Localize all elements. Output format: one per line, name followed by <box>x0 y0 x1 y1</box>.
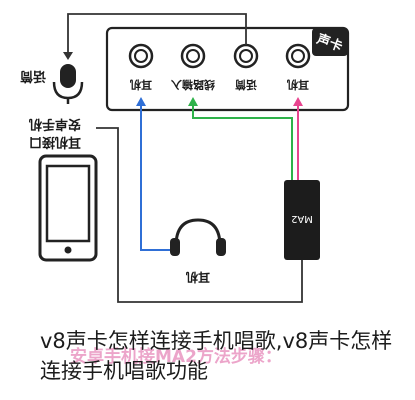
caption: v8声卡怎样连接手机唱歌,v8声卡怎样连接手机唱歌功能 <box>40 329 393 383</box>
arrow-up-icon <box>188 97 198 106</box>
ma2-device: MA2 <box>284 180 320 260</box>
ma2-label: MA2 <box>291 213 313 224</box>
port-label-headphone-2: 耳机 <box>287 78 309 92</box>
pink-cable <box>293 97 303 180</box>
microphone-icon <box>52 64 84 104</box>
port-label-line-in: 线路输入 <box>171 78 215 92</box>
arrow-down-icon <box>63 52 73 60</box>
watermark-text: 安卓手机接MA2方法步骤： <box>70 346 282 367</box>
green-cable <box>188 97 293 180</box>
arrow-up-icon <box>293 97 303 106</box>
sound-card: 声卡 耳机 线路输入 话筒 耳机 <box>105 26 350 112</box>
headphones-icon <box>170 218 226 256</box>
phone-label-line-2: 耳机接口 <box>29 134 81 150</box>
arrow-up-icon <box>136 97 146 106</box>
phone-icon <box>38 154 98 262</box>
port-microphone[interactable] <box>233 43 259 69</box>
phone-label-line-1: 安卓手机 <box>29 116 81 132</box>
microphone-label: 话筒 <box>20 68 46 84</box>
sound-card-badge-bg <box>312 28 348 56</box>
port-headphone-1[interactable] <box>128 43 154 69</box>
port-label-headphone-1: 耳机 <box>130 78 152 92</box>
headphones-label: 耳机 <box>186 270 210 285</box>
blue-cable <box>136 97 170 251</box>
port-label-microphone: 话筒 <box>235 78 257 92</box>
port-headphone-2[interactable] <box>285 43 311 69</box>
mic-cable <box>63 13 247 60</box>
port-line-in[interactable] <box>180 43 206 69</box>
phone-ma2-cable <box>96 127 303 303</box>
